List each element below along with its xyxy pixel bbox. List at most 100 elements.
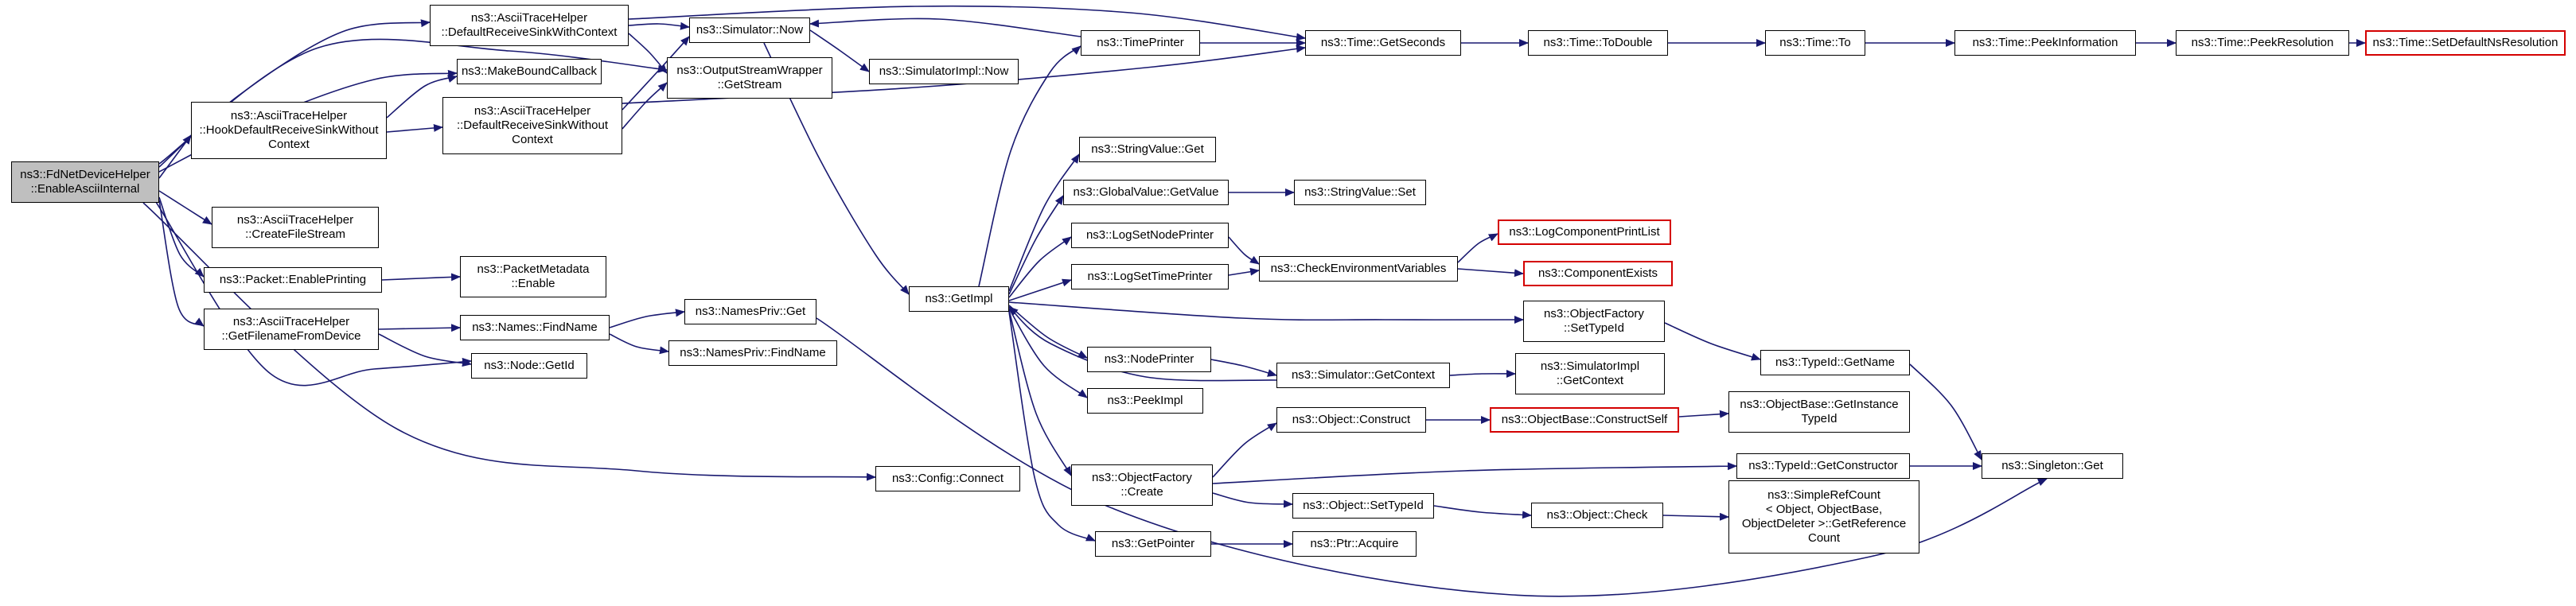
node-hook-default-receive-sink-without-context[interactable]: ns3::AsciiTraceHelper::HookDefaultReceiv… [191,102,387,159]
node-label: ns3::FdNetDeviceHelper [20,168,150,181]
node-simple-ref-count-get-reference-count[interactable]: ns3::SimpleRefCount< Object, ObjectBase,… [1728,480,1919,554]
node-object-factory-set-type-id[interactable]: ns3::ObjectFactory::SetTypeId [1523,301,1665,342]
edge-get-filename-from-device--node-get-id [378,333,472,367]
node-output-stream-wrapper-get-stream[interactable]: ns3::OutputStreamWrapper::GetStream [667,57,832,99]
edge-simulator-get-context--simulator-impl-get-context [1449,369,1516,378]
node-global-value-get-value[interactable]: ns3::GlobalValue::GetValue [1063,180,1229,205]
edge-enable-ascii-internal--config-connect [142,202,876,481]
edge-object-factory-create--type-id-get-constructor [1212,462,1737,484]
node-time-printer[interactable]: ns3::TimePrinter [1081,30,1200,56]
node-log-set-time-printer[interactable]: ns3::LogSetTimePrinter [1071,264,1229,289]
node-enable-ascii-internal[interactable]: ns3::FdNetDeviceHelper::EnableAsciiInter… [11,161,159,203]
node-label: ns3::NamesPriv::FindName [680,346,826,359]
node-object-factory-create[interactable]: ns3::ObjectFactory::Create [1071,464,1213,506]
node-string-value-get[interactable]: ns3::StringValue::Get [1079,137,1216,162]
node-label: ns3::GetImpl [925,292,993,305]
node-label: ns3::AsciiTraceHelper [232,315,350,328]
node-label: ::DefaultReceiveSinkWithout [456,118,609,132]
edge-object-set-type-id--object-check [1433,505,1532,519]
node-get-pointer[interactable]: ns3::GetPointer [1095,531,1211,557]
node-label: ns3::NodePrinter [1104,352,1194,366]
node-label: ns3::AsciiTraceHelper [470,11,588,25]
edge-enable-ascii-internal--node-get-id [155,201,472,387]
node-log-set-node-printer[interactable]: ns3::LogSetNodePrinter [1071,223,1229,248]
edge-object-factory-create--object-construct [1212,422,1277,478]
node-label: ::GetFilenameFromDevice [221,329,361,343]
node-label: ns3::Time::To [1779,36,1851,49]
node-object-set-type-id[interactable]: ns3::Object::SetTypeId [1292,493,1434,519]
node-time-peek-resolution[interactable]: ns3::Time::PeekResolution [2176,30,2349,56]
node-singleton-get[interactable]: ns3::Singleton::Get [1982,453,2123,479]
node-label: ns3::Time::ToDouble [1543,36,1653,49]
node-type-id-get-constructor[interactable]: ns3::TypeId::GetConstructor [1736,453,1910,479]
node-label: ns3::OutputStreamWrapper [676,64,823,77]
edge-default-receive-sink-with-context--output-stream-wrapper-get-stream [628,33,668,74]
node-get-filename-from-device[interactable]: ns3::AsciiTraceHelper::GetFilenameFromDe… [204,309,379,350]
edge-hook-default-receive-sink-without-context--default-receive-sink-without-context [386,123,443,133]
node-label: ns3::AsciiTraceHelper [230,109,348,122]
node-simulator-get-context[interactable]: ns3::Simulator::GetContext [1276,363,1450,388]
node-label: ::GetStream [717,78,782,91]
node-default-receive-sink-with-context[interactable]: ns3::AsciiTraceHelper::DefaultReceiveSin… [430,5,629,46]
node-object-base-construct-self[interactable]: ns3::ObjectBase::ConstructSelf [1490,407,1679,433]
node-label: Context [512,133,553,146]
node-label: ns3::AsciiTraceHelper [236,213,354,227]
node-string-value-set[interactable]: ns3::StringValue::Set [1294,180,1426,205]
edge-log-set-node-printer--check-environment-variables [1228,236,1260,265]
node-names-priv-find-name[interactable]: ns3::NamesPriv::FindName [668,340,837,366]
node-default-receive-sink-without-context[interactable]: ns3::AsciiTraceHelper::DefaultReceiveSin… [442,97,622,154]
edge-default-receive-sink-with-context--time-get-seconds [628,5,1306,41]
edge-object-factory-set-type-id--type-id-get-name [1664,322,1761,361]
node-label: ns3::Singleton::Get [2001,459,2103,472]
node-label: ns3::AsciiTraceHelper [474,104,591,118]
node-object-construct[interactable]: ns3::Object::Construct [1276,407,1426,433]
node-time-to[interactable]: ns3::Time::To [1765,30,1865,56]
node-config-connect[interactable]: ns3::Config::Connect [875,466,1020,491]
edge-enable-ascii-internal--packet-enable-printing [158,196,205,278]
node-label: < Object, ObjectBase, [1765,503,1883,516]
node-node-printer[interactable]: ns3::NodePrinter [1087,347,1211,372]
node-check-environment-variables[interactable]: ns3::CheckEnvironmentVariables [1259,256,1458,282]
node-create-file-stream[interactable]: ns3::AsciiTraceHelper::CreateFileStream [212,207,379,248]
edge-get-impl--object-factory-create [1008,309,1072,476]
node-time-to-double[interactable]: ns3::Time::ToDouble [1528,30,1668,56]
node-label: ns3::Packet::EnablePrinting [219,273,367,286]
edge-default-receive-sink-with-context--simulator-now [628,21,690,30]
node-label: ns3::Time::PeekResolution [2191,36,2334,49]
node-label: ns3::PeekImpl [1107,394,1183,407]
node-packet-enable-printing[interactable]: ns3::Packet::EnablePrinting [204,267,382,293]
node-peek-impl[interactable]: ns3::PeekImpl [1087,388,1203,414]
edge-get-filename-from-device--names-find-name [378,324,461,332]
node-label: ObjectDeleter >::GetReference [1741,517,1907,530]
node-label: ns3::SimpleRefCount [1767,488,1880,502]
node-label: ns3::ObjectBase::GetInstance [1740,398,1899,411]
node-get-impl[interactable]: ns3::GetImpl [909,286,1009,312]
node-label: ns3::ComponentExists [1537,266,1658,280]
node-object-check[interactable]: ns3::Object::Check [1531,503,1663,528]
edge-packet-enable-printing--packet-metadata-enable [381,273,461,282]
node-time-get-seconds[interactable]: ns3::Time::GetSeconds [1305,30,1461,56]
node-label: ns3::Node::GetId [484,359,575,372]
node-label: ns3::Object::Construct [1292,413,1411,426]
node-make-bound-callback[interactable]: ns3::MakeBoundCallback [457,59,602,84]
node-ptr-acquire[interactable]: ns3::Ptr::Acquire [1292,531,1417,557]
node-node-get-id[interactable]: ns3::Node::GetId [471,353,587,379]
node-label: ns3::ObjectFactory [1092,471,1192,484]
node-label: ns3::LogSetTimePrinter [1087,270,1213,283]
node-packet-metadata-enable[interactable]: ns3::PacketMetadata::Enable [460,256,606,297]
edge-group [142,5,2366,597]
node-log-component-print-list[interactable]: ns3::LogComponentPrintList [1498,219,1671,245]
node-names-find-name[interactable]: ns3::Names::FindName [460,315,610,340]
node-label: ::SetTypeId [1564,321,1624,335]
node-time-set-default-ns-resolution[interactable]: ns3::Time::SetDefaultNsResolution [2365,30,2566,56]
node-simulator-impl-get-context[interactable]: ns3::SimulatorImpl::GetContext [1515,353,1665,394]
node-names-priv-get[interactable]: ns3::NamesPriv::Get [684,299,816,324]
node-component-exists[interactable]: ns3::ComponentExists [1523,261,1673,286]
node-time-peek-information[interactable]: ns3::Time::PeekInformation [1954,30,2136,56]
node-type-id-get-name[interactable]: ns3::TypeId::GetName [1760,350,1910,375]
edge-node-printer--simulator-get-context [1210,359,1277,377]
node-simulator-now[interactable]: ns3::Simulator::Now [689,17,810,43]
node-simulator-impl-now[interactable]: ns3::SimulatorImpl::Now [869,59,1019,84]
